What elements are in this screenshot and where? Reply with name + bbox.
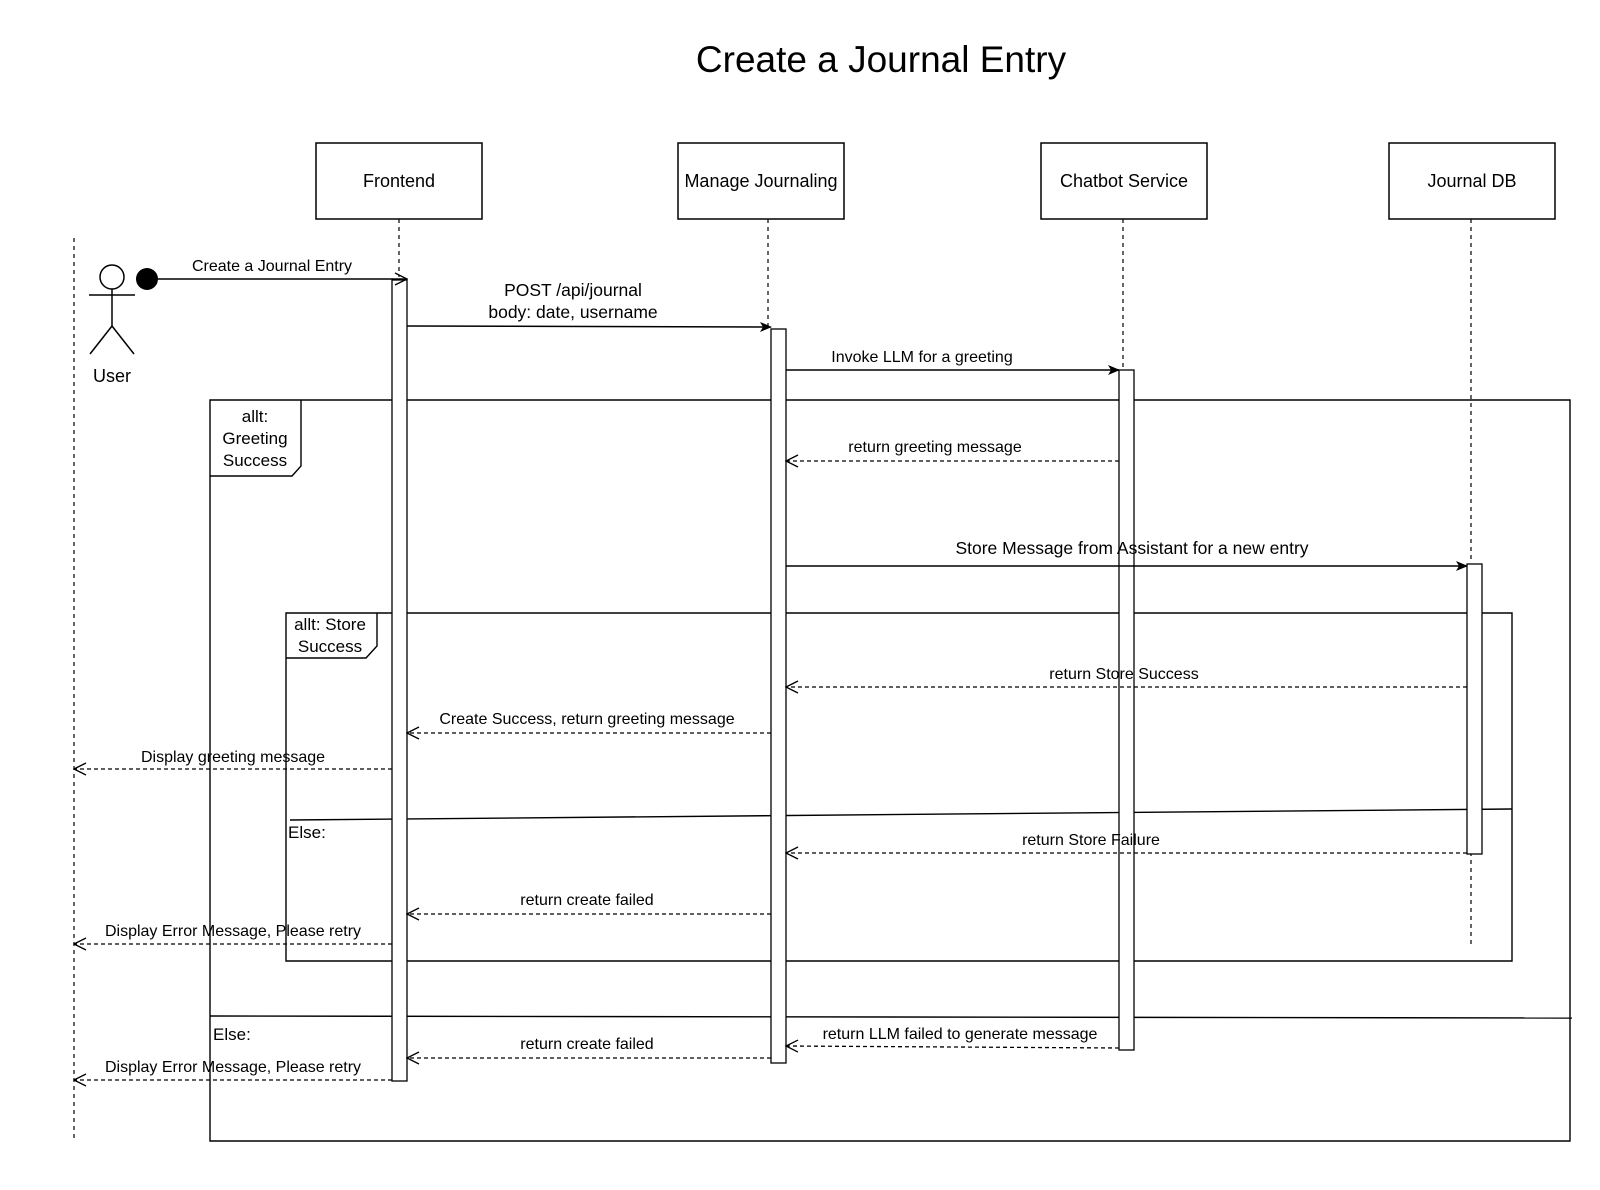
alt-frame-store: allt: Store Success Else: bbox=[285, 612, 1513, 962]
frontend-activation bbox=[391, 279, 408, 1082]
participant-manage-journaling: Manage Journaling bbox=[677, 142, 845, 220]
participant-chatbot-service: Chatbot Service bbox=[1040, 142, 1208, 220]
user-actor-label: User bbox=[93, 366, 131, 386]
message-label: Create Success, return greeting message bbox=[439, 711, 734, 728]
diagram-title: Create a Journal Entry bbox=[696, 39, 1067, 80]
db-activation bbox=[1466, 563, 1483, 855]
participant-frontend: Frontend bbox=[315, 142, 483, 220]
participant-label: Frontend bbox=[363, 171, 435, 191]
message-label: return greeting message bbox=[848, 439, 1022, 456]
message-label: Display Error Message, Please retry bbox=[105, 923, 361, 940]
message-label: return create failed bbox=[520, 1036, 653, 1053]
user-actor-icon bbox=[89, 264, 135, 355]
frame-else-label: Else: bbox=[288, 823, 326, 842]
message-label: Display Error Message, Please retry bbox=[105, 1059, 361, 1076]
message-return-llm-failed bbox=[786, 1046, 1120, 1048]
message-label: return LLM failed to generate message bbox=[823, 1026, 1098, 1043]
message-label: Store Message from Assistant for a new e… bbox=[955, 538, 1308, 558]
message-label: return Store Success bbox=[1049, 666, 1198, 683]
alt-frame-greeting: allt: Greeting Success Else: bbox=[209, 399, 1573, 1142]
participant-label: Journal DB bbox=[1427, 171, 1516, 191]
message-label: POST /api/journal bbox=[504, 280, 642, 300]
message-label: body: date, username bbox=[488, 302, 657, 322]
frame-else-label: Else: bbox=[213, 1025, 251, 1044]
message-label: Display greeting message bbox=[141, 749, 325, 766]
participant-label: Chatbot Service bbox=[1060, 171, 1188, 191]
chatbot-activation bbox=[1118, 369, 1135, 1051]
frame-label: Success bbox=[298, 637, 362, 656]
participant-journal-db: Journal DB bbox=[1388, 142, 1556, 220]
message-label: Invoke LLM for a greeting bbox=[831, 349, 1012, 366]
frame-label: allt: bbox=[242, 407, 268, 426]
frame-label: Greeting bbox=[222, 429, 287, 448]
message-label: return create failed bbox=[520, 892, 653, 909]
participant-label: Manage Journaling bbox=[684, 171, 837, 191]
message-label: return Store Failure bbox=[1022, 832, 1160, 849]
frame-label: Success bbox=[223, 451, 287, 470]
frame-label: allt: Store bbox=[294, 615, 366, 634]
message-post-api bbox=[406, 321, 772, 332]
message-label: Create a Journal Entry bbox=[192, 258, 352, 275]
manage-activation bbox=[770, 328, 787, 1064]
